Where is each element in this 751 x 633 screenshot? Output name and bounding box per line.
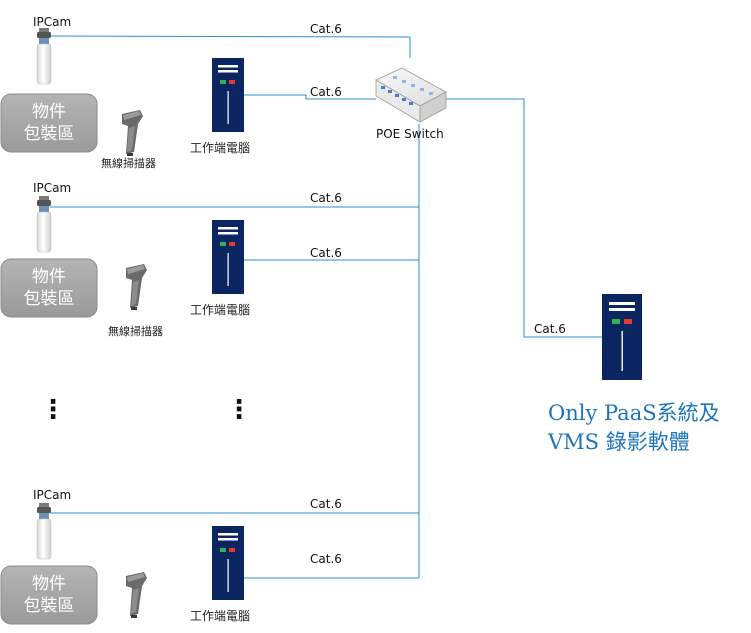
workstation-label: 工作端電腦	[190, 302, 250, 317]
packing-area-line1: 物件	[32, 574, 66, 594]
camera-label: IPCam	[33, 15, 71, 29]
camera-label: IPCam	[33, 181, 71, 195]
barcode-scanner-icon	[126, 572, 147, 618]
server-title-line2: VMS 錄影軟體	[547, 430, 690, 454]
wire-cam-1	[49, 35, 411, 58]
workstation-label: 工作端電腦	[190, 608, 250, 623]
scanner-label: 無線掃描器	[108, 324, 163, 338]
cable-label-pc-3: Cat.6	[310, 552, 342, 566]
more-stations-ellipsis-right: ⋮	[226, 395, 252, 425]
cable-label-cam-1: Cat.6	[310, 22, 342, 36]
packing-area-box: 物件 包裝區	[0, 565, 98, 625]
station-1: IPCam 物件 包裝區 無線掃描器 工作端電腦	[0, 15, 250, 170]
packing-area-line2: 包裝區	[24, 289, 75, 309]
workstation-label: 工作端電腦	[190, 140, 250, 155]
workstation-tower-icon	[212, 58, 244, 132]
server: Only PaaS系統及 VMS 錄影軟體	[547, 294, 720, 454]
packing-area-line1: 物件	[32, 102, 66, 122]
scanner-label: 無線掃描器	[101, 156, 156, 170]
ip-camera-icon	[36, 27, 52, 85]
barcode-scanner-icon	[126, 264, 147, 310]
wiring	[49, 35, 602, 579]
workstation-tower-icon	[212, 526, 244, 600]
packing-area-line1: 物件	[32, 267, 66, 287]
workstation-tower-icon	[212, 220, 244, 294]
ip-camera-icon	[36, 195, 52, 253]
station-2: IPCam 物件 包裝區 無線掃描器 工作端電腦	[0, 181, 250, 338]
switch-label: POE Switch	[376, 127, 444, 141]
packing-area-line2: 包裝區	[24, 124, 75, 144]
cable-label-server: Cat.6	[534, 322, 566, 336]
wire-server	[446, 98, 602, 338]
cable-label-cam-3: Cat.6	[310, 497, 342, 511]
barcode-scanner-icon	[122, 110, 143, 156]
more-stations-ellipsis-left: ⋮	[40, 395, 66, 425]
ip-camera-icon	[36, 502, 52, 560]
cable-label-pc-1: Cat.6	[310, 85, 342, 99]
poe-switch-icon	[375, 67, 447, 123]
packing-area-box: 物件 包裝區	[0, 93, 98, 153]
station-3: IPCam 物件 包裝區 工作端電腦	[0, 488, 250, 625]
server-title-line1: Only PaaS系統及	[548, 401, 720, 425]
cable-label-cam-2: Cat.6	[310, 191, 342, 205]
wire-pc-1	[244, 94, 376, 100]
camera-label: IPCam	[33, 488, 71, 502]
cable-label-pc-2: Cat.6	[310, 246, 342, 260]
packing-area-box: 物件 包裝區	[0, 258, 98, 318]
packing-area-line2: 包裝區	[24, 596, 75, 616]
